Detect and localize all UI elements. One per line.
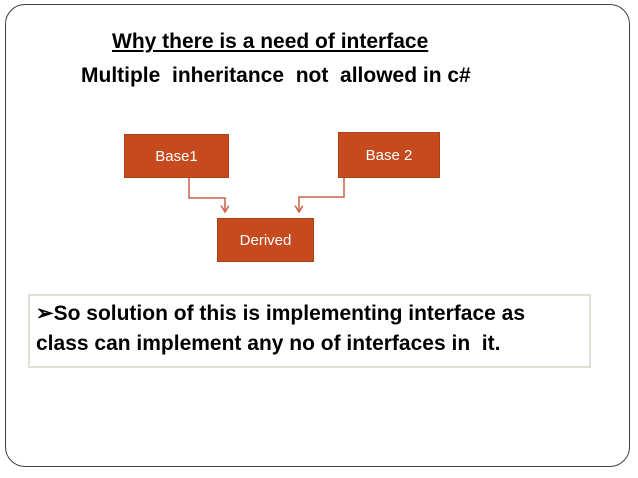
note-box: ➢So solution of this is implementing int… <box>28 294 591 368</box>
diagram-box-base2: Base 2 <box>338 132 440 178</box>
diagram-box-derived-label: Derived <box>239 231 292 249</box>
slide-frame <box>5 4 630 467</box>
note-text: ➢So solution of this is implementing int… <box>36 302 525 355</box>
slide-subtitle: Multiple inheritance not allowed in c# <box>81 64 471 87</box>
diagram-box-base2-label: Base 2 <box>365 146 413 164</box>
diagram-box-derived: Derived <box>217 218 314 262</box>
diagram-box-base1: Base1 <box>124 134 229 178</box>
diagram-box-base1-label: Base1 <box>155 147 198 165</box>
slide-title: Why there is a need of interface <box>112 30 429 53</box>
